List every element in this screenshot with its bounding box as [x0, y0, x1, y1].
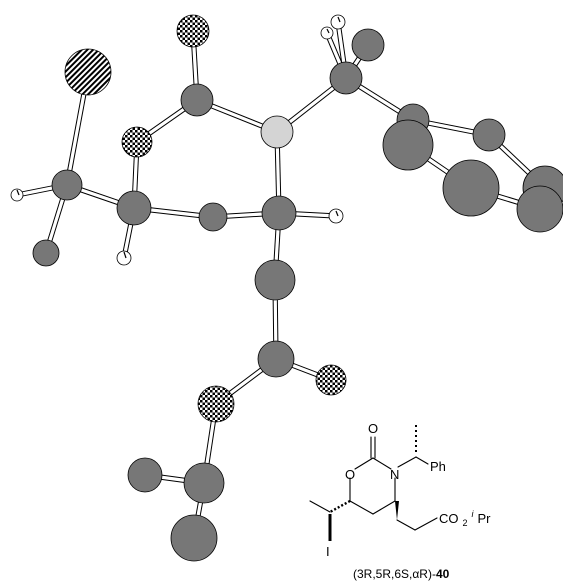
stereo-descriptor: (3R,5R,6S,αR)- — [353, 567, 436, 581]
atom-h-c6 — [116, 250, 132, 266]
atom-c-phenyl-ortho — [382, 119, 434, 171]
atom-h-c11b — [330, 14, 346, 30]
label-ring-n: N — [390, 467, 399, 482]
label-ester: CO 2 i Pr — [439, 504, 491, 530]
hydrogen-ticks — [16, 16, 341, 259]
molecule-atoms — [10, 14, 563, 562]
atom-c-phenyl-c3 — [472, 118, 506, 152]
skeletal-structure — [309, 425, 438, 541]
atom-c-c8 — [32, 239, 60, 267]
label-ring-o: O — [345, 467, 355, 482]
atom-c-carbonyl — [180, 83, 214, 117]
atom-o-ring — [121, 126, 153, 158]
atom-c-c6 — [116, 190, 152, 226]
atom-i — [64, 48, 112, 96]
atom-c-ch2 — [254, 259, 296, 301]
compound-number: 40 — [436, 567, 450, 581]
atom-n-ring — [260, 115, 294, 149]
atom-o-carbonyl — [176, 14, 210, 48]
atom-h-c5 — [328, 208, 344, 224]
atom-o-ester-alkoxy — [197, 385, 235, 423]
compound-caption: (3R,5R,6S,αR)-40 — [353, 567, 450, 581]
atom-c-methyl-top — [351, 28, 385, 62]
atom-c-phenyl-c5 — [516, 185, 563, 233]
atom-h-c11a — [320, 26, 334, 40]
label-phenyl: Ph — [430, 459, 446, 474]
atom-c-isopropyl-bottom — [170, 514, 218, 562]
label-carbonyl-o: O — [368, 421, 378, 436]
atom-c-c4 — [198, 202, 228, 232]
atom-c-ester — [257, 340, 295, 378]
atom-c-isopropyl-left — [127, 457, 163, 493]
atom-c-c7 — [51, 169, 83, 201]
atom-c-benzylic — [329, 61, 363, 95]
label-iodine: I — [326, 544, 330, 559]
atom-c-phenyl-meta — [442, 159, 500, 217]
atom-c-isopropyl-ch — [183, 462, 225, 504]
atom-c-c5 — [261, 195, 297, 231]
atom-o-ester-carbonyl — [315, 364, 347, 396]
atom-h-c7 — [10, 188, 24, 202]
